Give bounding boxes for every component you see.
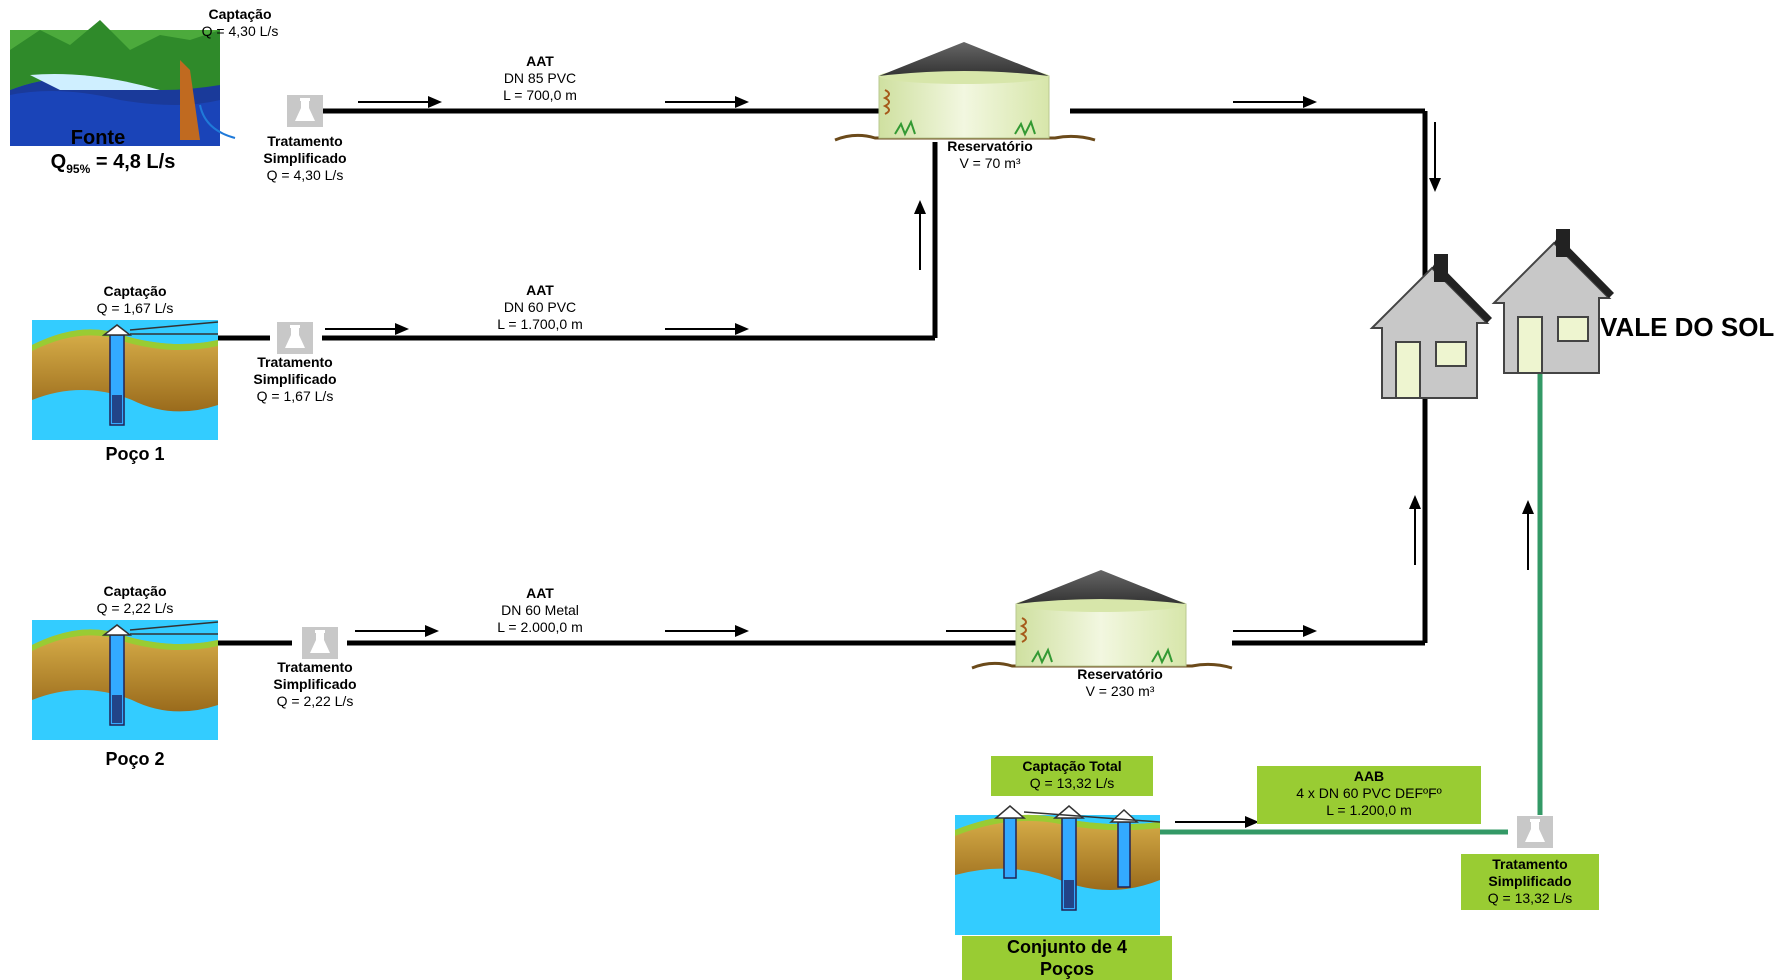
treatment4-title2: Simplificado — [1488, 873, 1572, 889]
flask-icon — [302, 627, 338, 659]
destination-name: VALE DO SOL — [1600, 312, 1775, 342]
source-flow-q: Q — [50, 151, 67, 173]
wells-set-captacao-box: Captação Total Q = 13,32 L/s — [991, 756, 1153, 796]
spring-landscape-icon — [10, 20, 236, 146]
pipe4-label-box: AAB 4 x DN 60 PVC DEFºFº L = 1.200,0 m — [1257, 766, 1481, 824]
pipe1-title: AAT — [526, 53, 554, 69]
pipe1-spec: DN 85 PVC — [503, 70, 577, 86]
treatment4-label-box: Tratamento Simplificado Q = 13,32 L/s — [1461, 854, 1599, 910]
reservoir-icon — [970, 568, 1234, 670]
well2-treatment-value: Q = 2,22 L/s — [276, 693, 354, 709]
flask-icon — [1517, 816, 1553, 848]
source-flow: Q95% = 4,8 L/s — [28, 150, 198, 181]
house-icon — [1371, 253, 1493, 399]
well-icon — [31, 319, 219, 441]
well2-treatment-title1: Tratamento — [277, 659, 353, 675]
pipe2-label: AAT DN 60 PVC L = 1.700,0 m — [470, 282, 610, 333]
house-icon — [1493, 228, 1615, 374]
source-treatment-value: Q = 4,30 L/s — [266, 167, 344, 183]
reservoir1-title: Reservatório — [947, 138, 1033, 154]
reservoir2-volume: V = 230 m³ — [1085, 683, 1155, 699]
source-flow-sub: 95% — [66, 162, 91, 176]
pipe2-length: L = 1.700,0 m — [497, 316, 583, 332]
wells-set-name-line1: Conjunto de 4 — [1007, 937, 1127, 957]
well2-name: Poço 2 — [105, 749, 165, 769]
pipe2-spec: DN 60 PVC — [503, 299, 577, 315]
pipe3-spec: DN 60 Metal — [501, 602, 579, 618]
flask-icon — [277, 322, 313, 354]
well2-captacao-title: Captação — [103, 583, 167, 599]
well2-treatment-label: Tratamento Simplificado Q = 2,22 L/s — [255, 659, 375, 710]
well-icon — [31, 619, 219, 741]
pipe-network — [212, 108, 1428, 646]
well2-captacao-value: Q = 2,22 L/s — [96, 600, 174, 616]
pipe4-spec: 4 x DN 60 PVC DEFºFº — [1296, 785, 1442, 801]
well1-captacao-label: Captação Q = 1,67 L/s — [75, 283, 195, 317]
treatment4-title1: Tratamento — [1492, 856, 1568, 872]
reservoir-icon — [833, 40, 1097, 142]
source-captacao-label: Captação Q = 4,30 L/s — [180, 6, 300, 40]
well1-treatment-title1: Tratamento — [257, 354, 333, 370]
wells-set-captacao-title: Captação Total — [1022, 758, 1122, 774]
pipe4-title: AAB — [1353, 768, 1385, 784]
flow-arrows — [324, 95, 1535, 829]
pipe4-length: L = 1.200,0 m — [1326, 802, 1412, 818]
reservoir1-volume: V = 70 m³ — [959, 155, 1021, 171]
source-treatment-title1: Tratamento — [267, 133, 343, 149]
source-name: Fonte — [70, 127, 126, 149]
pipe2-title: AAT — [526, 282, 554, 298]
reservoir1-label: Reservatório V = 70 m³ — [930, 138, 1050, 172]
pipe3-label: AAT DN 60 Metal L = 2.000,0 m — [470, 585, 610, 636]
well1-treatment-title2: Simplificado — [253, 371, 337, 387]
flask-icon — [287, 95, 323, 127]
well2-treatment-title2: Simplificado — [273, 676, 357, 692]
source-captacao-title: Captação — [208, 6, 272, 22]
source-treatment-label: Tratamento Simplificado Q = 4,30 L/s — [245, 133, 365, 184]
wells-set-name-box: Conjunto de 4 Poços — [962, 936, 1172, 980]
source-treatment-title2: Simplificado — [263, 150, 347, 166]
well1-treatment-label: Tratamento Simplificado Q = 1,67 L/s — [235, 354, 355, 405]
well-set-icon — [955, 805, 1161, 935]
pipe1-label: AAT DN 85 PVC L = 700,0 m — [470, 53, 610, 104]
well1-name: Poço 1 — [105, 444, 165, 464]
source-captacao-value: Q = 4,30 L/s — [201, 23, 279, 39]
reservoir2-label: Reservatório V = 230 m³ — [1060, 666, 1180, 700]
wells-set-captacao-value: Q = 13,32 L/s — [1029, 775, 1115, 791]
green-pipe — [1160, 355, 1543, 835]
well1-treatment-value: Q = 1,67 L/s — [256, 388, 334, 404]
reservoir2-title: Reservatório — [1077, 666, 1163, 682]
pipe1-length: L = 700,0 m — [503, 87, 577, 103]
pipe3-title: AAT — [526, 585, 554, 601]
well1-captacao-value: Q = 1,67 L/s — [96, 300, 174, 316]
treatment4-value: Q = 13,32 L/s — [1487, 890, 1573, 906]
well2-captacao-label: Captação Q = 2,22 L/s — [75, 583, 195, 617]
well1-captacao-title: Captação — [103, 283, 167, 299]
wells-set-name-line2: Poços — [1039, 959, 1095, 979]
source-flow-value: = 4,8 L/s — [95, 151, 176, 173]
pipe3-length: L = 2.000,0 m — [497, 619, 583, 635]
